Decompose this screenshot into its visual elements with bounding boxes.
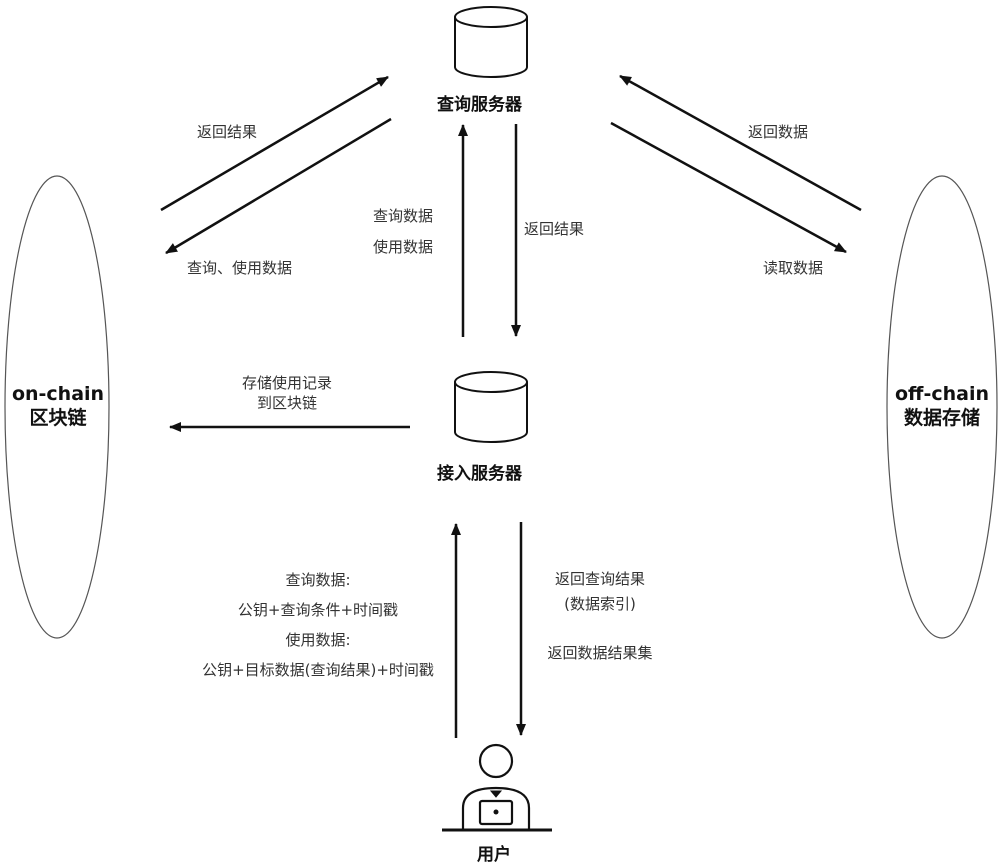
offchain-label: off-chain 数据存储: [884, 382, 1000, 430]
onchain-label-line1: on-chain: [11, 383, 105, 405]
edge-label-store-record-line2: 到区块链: [256, 394, 317, 412]
offchain-label-line2: 数据存储: [903, 407, 980, 429]
edge-label-read-data-offchain: 读取数据: [763, 259, 824, 277]
edge-label-query-use-chain: 查询、使用数据: [187, 259, 293, 277]
user-query-label: 查询数据:: [285, 571, 351, 589]
user-icon: [442, 743, 552, 832]
onchain-label-line2: 区块链: [29, 407, 87, 429]
onchain-ellipse: [4, 175, 110, 639]
edge-label-store-record: 存储使用记录 到区块链: [222, 373, 352, 413]
edge-label-return-result-chain: 返回结果: [197, 123, 258, 141]
edge-label-access-to-query-line2: 使用数据: [373, 238, 434, 256]
access-server-label: 接入服务器: [437, 464, 522, 484]
arrow-chain-to-query-server: [160, 75, 389, 212]
edge-label-return-result-access: 返回结果: [524, 220, 585, 238]
edge-label-user-request: 查询数据: 公钥+查询条件+时间戳 使用数据: 公钥+目标数据(查询结果)+时间…: [178, 565, 458, 685]
edge-label-access-to-query-line1: 查询数据: [373, 207, 434, 225]
user-use-formula: 公钥+目标数据(查询结果)+时间戳: [202, 661, 434, 679]
query-server-label: 查询服务器: [437, 95, 522, 115]
offchain-label-line1: off-chain: [895, 383, 989, 405]
arrow-query-server-to-offchain: [610, 121, 847, 254]
user-label: 用户: [477, 845, 511, 865]
offchain-ellipse: [886, 175, 998, 639]
edge-label-store-record-line1: 存储使用记录: [241, 374, 332, 392]
return-result-set: 返回数据结果集: [547, 644, 653, 662]
edge-label-return-data-offchain: 返回数据: [748, 123, 809, 141]
return-query-result: 返回查询结果: [554, 570, 645, 588]
query-server-database-icon: [454, 6, 528, 78]
arrow-offchain-to-query-server: [619, 74, 862, 212]
access-server-database-icon: [454, 371, 528, 443]
onchain-label: on-chain 区块链: [10, 382, 106, 430]
user-use-label: 使用数据:: [285, 631, 351, 649]
arrow-query-server-to-chain: [165, 117, 392, 255]
return-data-index: (数据索引): [564, 595, 636, 613]
user-query-formula: 公钥+查询条件+时间戳: [237, 601, 399, 619]
edge-label-return-to-user: 返回查询结果 (数据索引) 返回数据结果集: [530, 565, 670, 663]
